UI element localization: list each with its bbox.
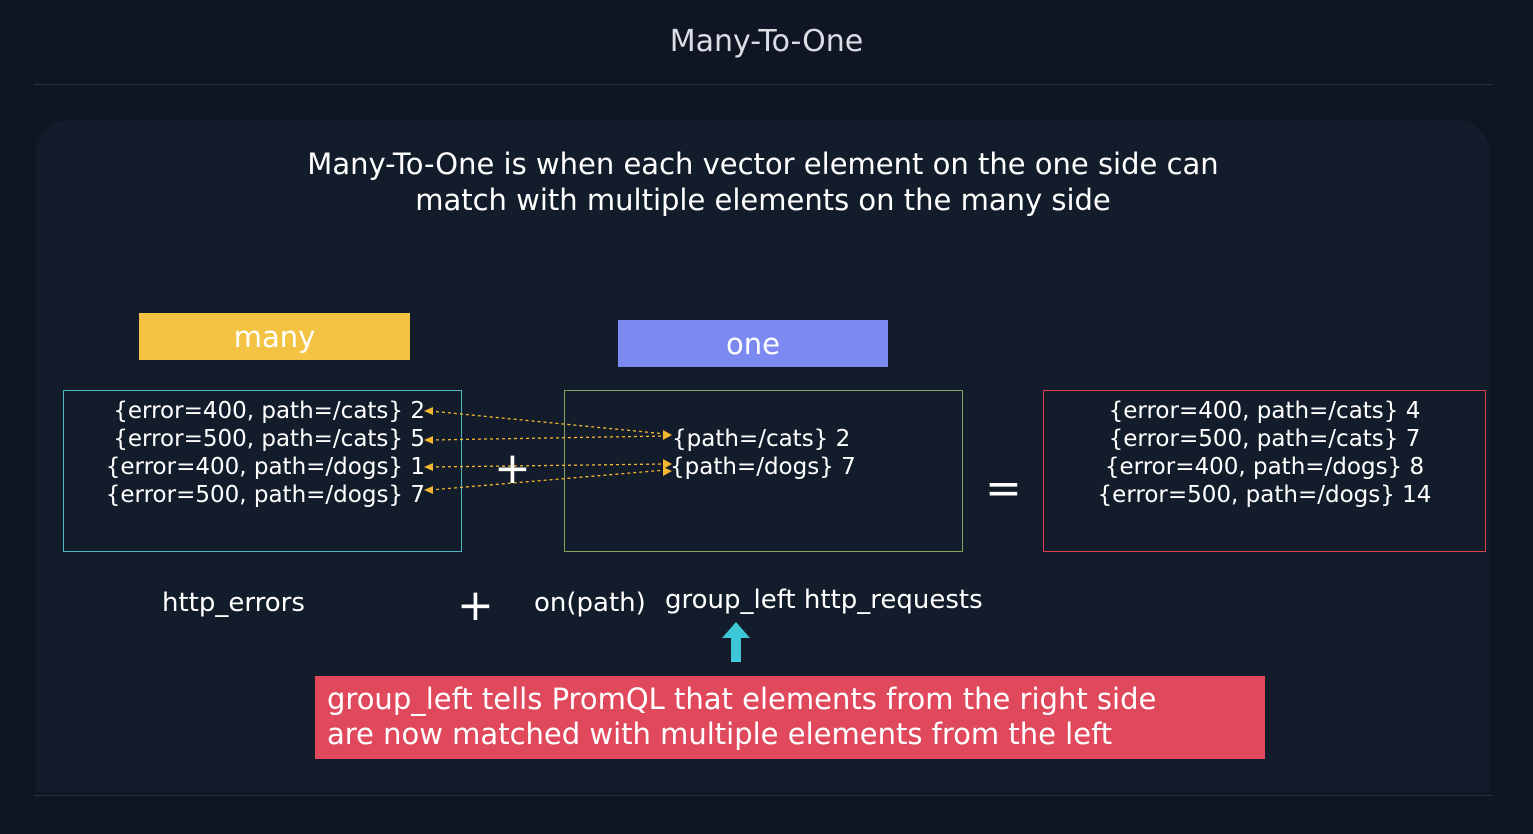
expression-on-clause: on(path)	[534, 588, 646, 618]
arrowhead-icon	[424, 436, 433, 444]
headline: Many-To-One is when each vector element …	[200, 146, 1326, 218]
result-row: {error=500, path=/cats} 7	[1108, 426, 1421, 452]
arrowhead-icon	[663, 459, 672, 469]
many-vector-box	[63, 390, 462, 552]
result-row: {error=500, path=/dogs} 14	[1097, 482, 1432, 508]
slide-title: Many-To-One	[669, 24, 864, 59]
arrowhead-icon	[424, 486, 433, 494]
result-row: {error=400, path=/cats} 4	[1108, 398, 1421, 424]
one-row: {path=/dogs} 7	[670, 454, 856, 480]
many-row: {error=500, path=/dogs} 7	[105, 482, 425, 508]
arrowhead-icon	[424, 463, 433, 471]
arrowhead-icon	[663, 430, 672, 440]
explanation-note: group_left tells PromQL that elements fr…	[315, 676, 1265, 759]
match-link-line	[429, 469, 667, 491]
many-label: many	[139, 313, 410, 360]
one-label: one	[618, 320, 888, 367]
many-row: {error=400, path=/dogs} 1	[105, 454, 425, 480]
one-vector-box	[564, 390, 963, 552]
many-row: {error=400, path=/cats} 2	[113, 398, 425, 424]
headline-line-1: Many-To-One is when each vector element …	[307, 147, 1219, 181]
headline-line-2: match with multiple elements on the many…	[415, 183, 1111, 217]
equals-operator: =	[985, 463, 1022, 514]
note-line-2: are now matched with multiple elements f…	[327, 717, 1113, 751]
one-row: {path=/cats} 2	[672, 426, 851, 452]
match-link-line	[429, 410, 667, 435]
arrowhead-icon	[663, 467, 672, 476]
result-vector-box	[1043, 390, 1486, 552]
arrowhead-icon	[424, 407, 433, 415]
footer-divider	[34, 795, 1492, 796]
result-row: {error=400, path=/dogs} 8	[1104, 454, 1425, 480]
match-link-line	[429, 435, 667, 441]
expression-plus: +	[457, 580, 494, 631]
note-line-1: group_left tells PromQL that elements fr…	[327, 682, 1157, 716]
expression-group-left: group_left http_requests	[665, 585, 983, 615]
expression-left-operand: http_errors	[162, 588, 305, 618]
many-row: {error=500, path=/cats} 5	[113, 426, 425, 452]
plus-operator: +	[494, 443, 531, 494]
title-divider	[34, 84, 1492, 85]
up-arrow-icon	[722, 622, 750, 662]
match-link-line	[429, 463, 667, 468]
